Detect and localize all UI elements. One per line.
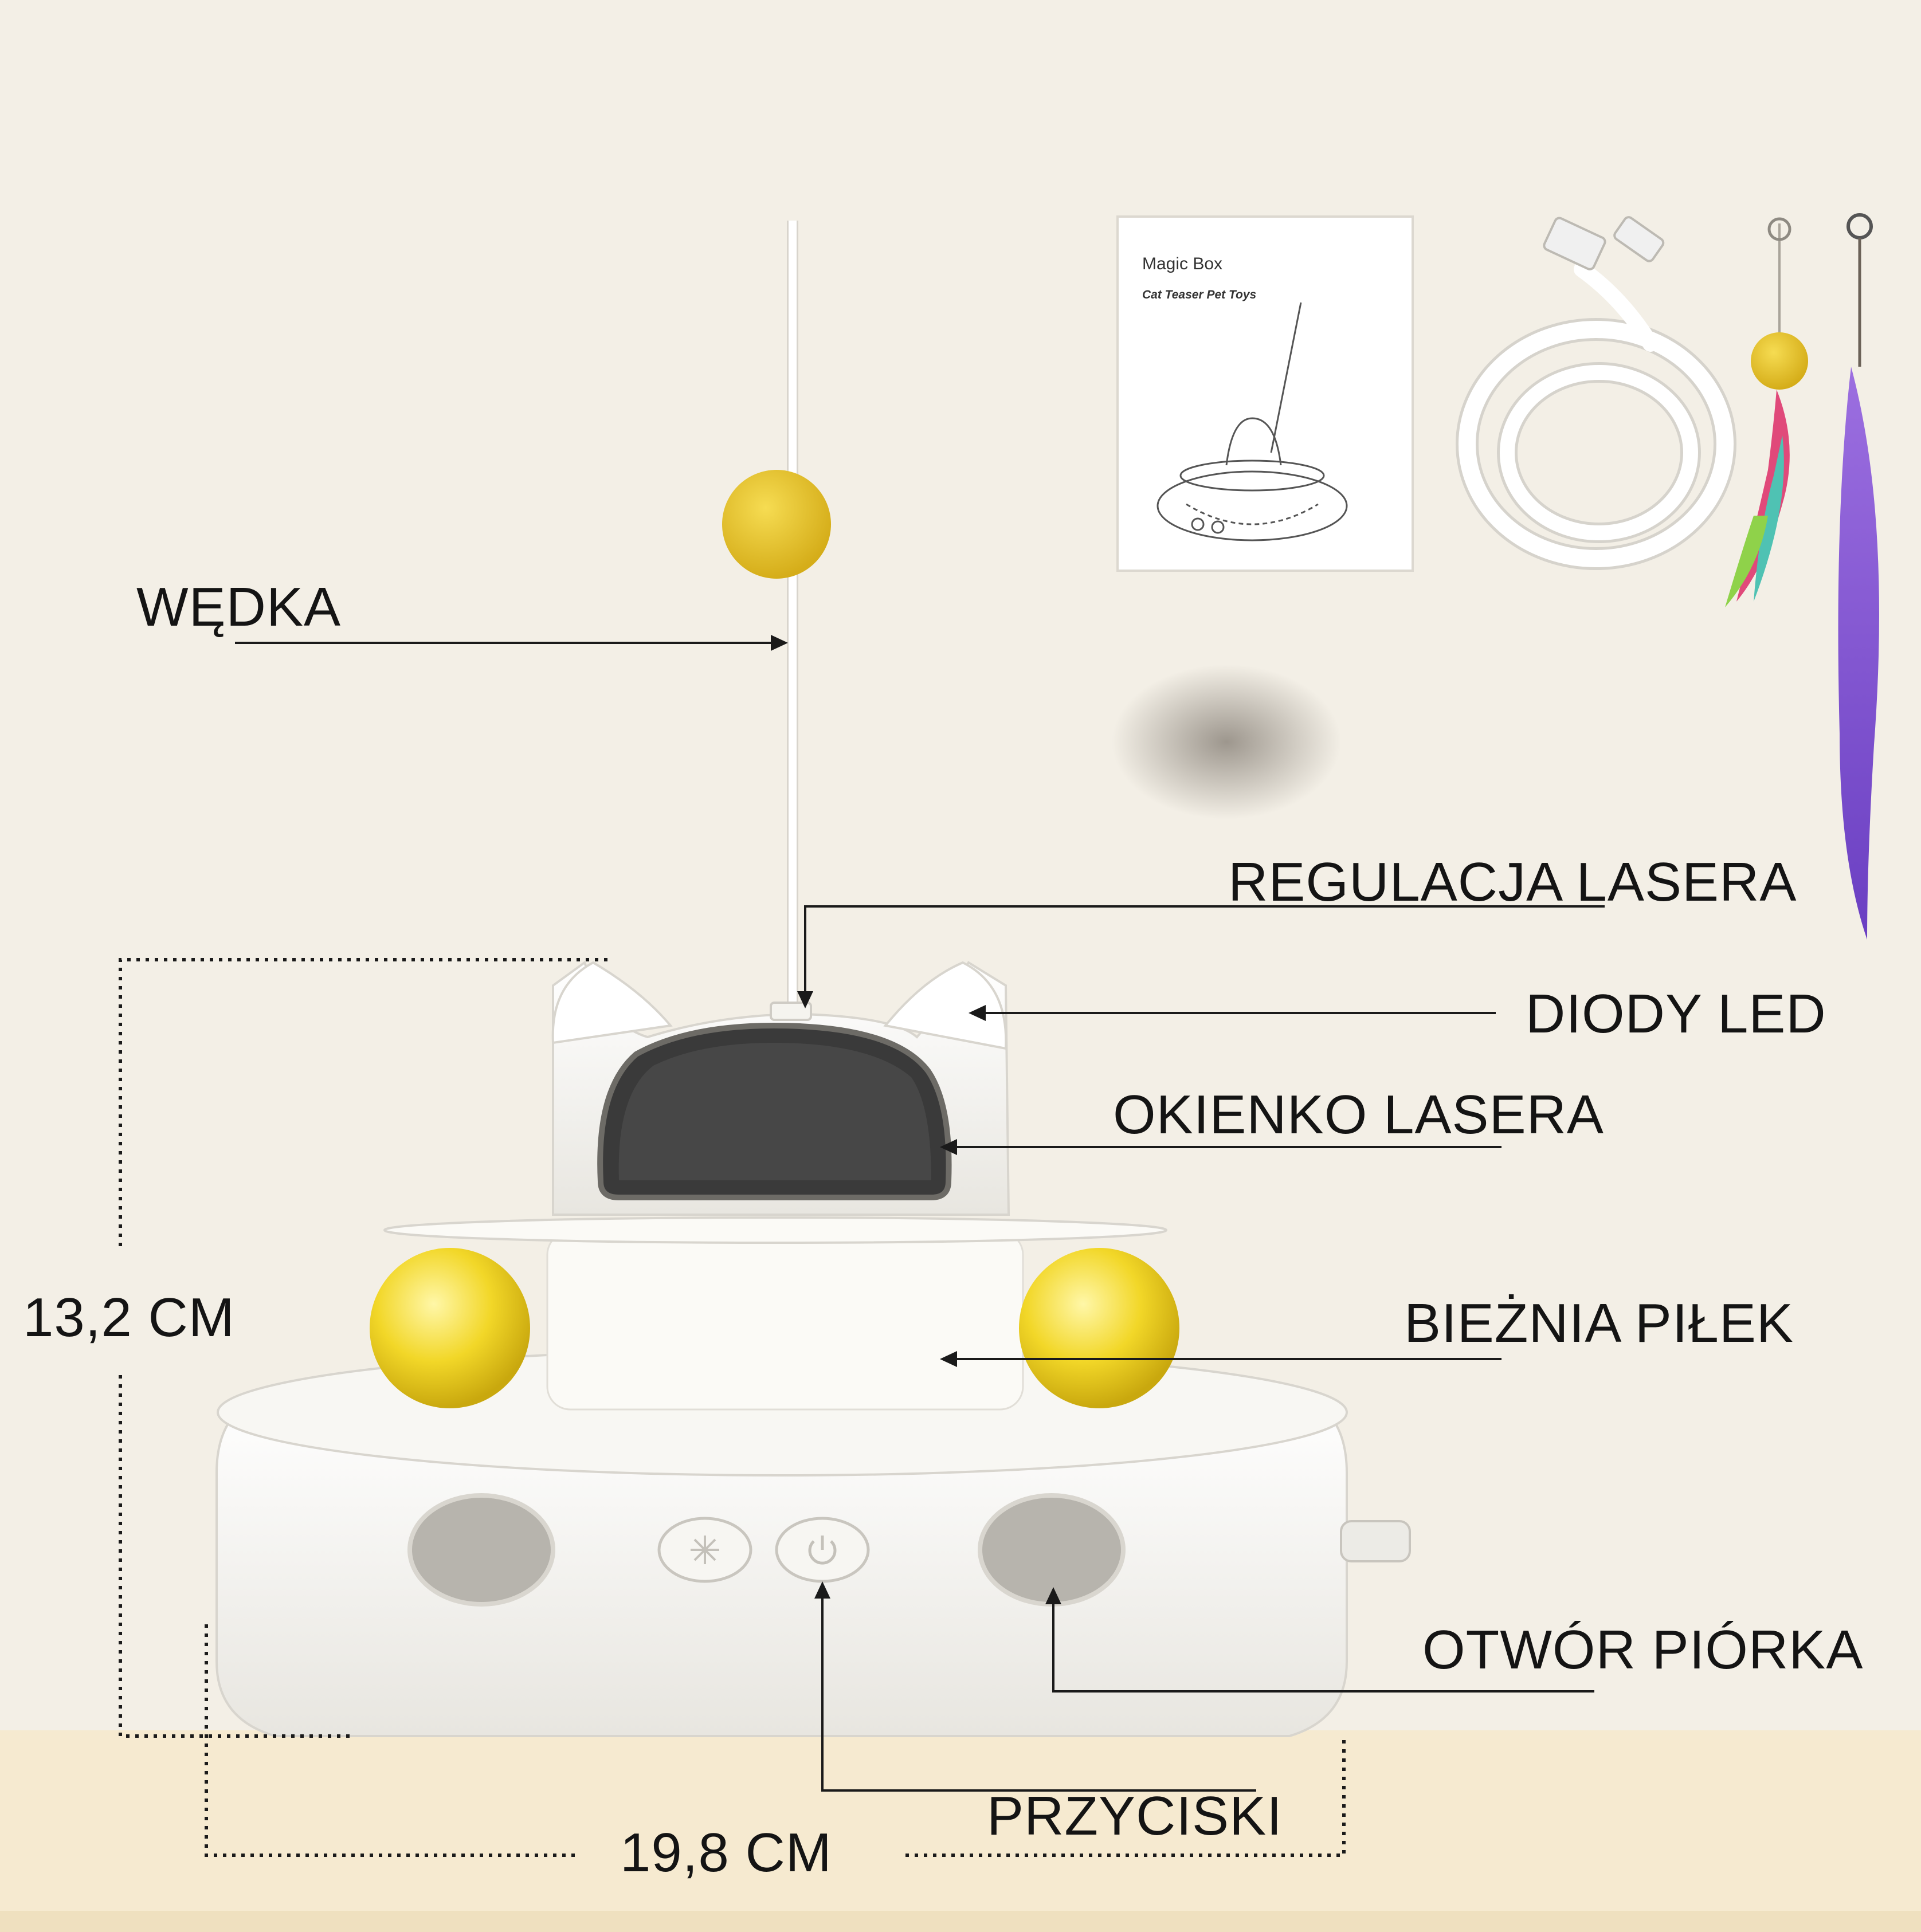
- callout-arrowheads: [771, 635, 1061, 1604]
- shadow-blob: [1112, 665, 1341, 819]
- purple-feather-toy: [1838, 213, 1879, 940]
- manual-subtitle: Cat Teaser Pet Toys: [1142, 288, 1257, 301]
- dimension-lines: [119, 958, 1346, 1857]
- callout-lines: [235, 642, 1605, 1792]
- manual-title: Magic Box: [1142, 254, 1223, 273]
- feather-hole-right: [978, 1493, 1126, 1607]
- label-led: DIODY LED: [1526, 983, 1826, 1044]
- label-fishing-rod: WĘDKA: [136, 576, 342, 638]
- ball-track: [546, 1231, 1024, 1411]
- shelf: [0, 1730, 1921, 1932]
- shelf-edge: [0, 1911, 1921, 1932]
- label-ball-track: BIEŻNIA PIŁEK: [1404, 1293, 1794, 1354]
- fishing-rod: [722, 221, 831, 1008]
- dimension-height: 13,2 CM: [23, 1287, 235, 1348]
- pompom-feather-toy: [1725, 217, 1808, 607]
- usb-cable: [1456, 216, 1736, 570]
- toy-brim: [383, 1216, 1167, 1244]
- label-laser-window: OKIENKO LASERA: [1113, 1084, 1604, 1145]
- manual-booklet: [1116, 215, 1414, 572]
- dimension-width: 19,8 CM: [620, 1822, 832, 1883]
- laser-adjust-knob[interactable]: [770, 1002, 812, 1021]
- yellow-ball-left: [370, 1248, 530, 1408]
- label-laser-adjust: REGULACJA LASERA: [1228, 851, 1797, 913]
- power-icon: [808, 1536, 837, 1565]
- light-icon: [691, 1536, 719, 1564]
- label-feather-hole: OTWÓR PIÓRKA: [1422, 1619, 1864, 1680]
- label-buttons: PRZYCISKI: [987, 1785, 1283, 1847]
- yellow-ball-right: [1019, 1248, 1179, 1408]
- cat-ear-left: [551, 961, 673, 1044]
- cat-ear-right: [883, 961, 1007, 1050]
- laser-window-reflection: [618, 1043, 931, 1180]
- feather-hole-left: [407, 1493, 555, 1607]
